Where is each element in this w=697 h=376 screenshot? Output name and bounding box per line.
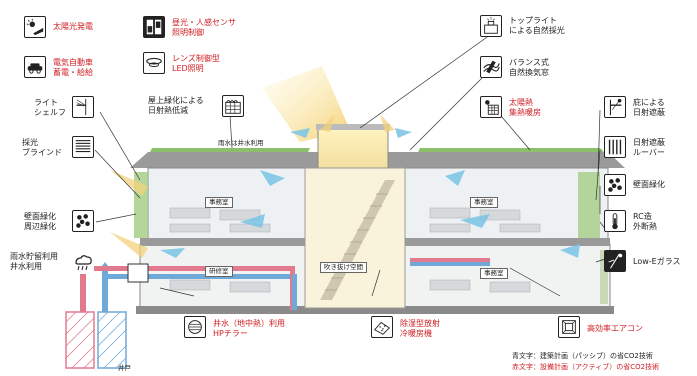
wall-greenery-right	[578, 172, 600, 238]
radiant-panel-icon	[371, 316, 393, 338]
label-aircon: 高効率エアコン	[587, 324, 643, 333]
room-label-office-lower: 事務室	[480, 268, 508, 279]
label-eaves: 庇による日射遮蔽	[633, 98, 665, 117]
louver-icon	[604, 136, 626, 158]
label-solar: 太陽光発電	[53, 22, 93, 31]
label-sensor: 昼光・人感センサ照明制御	[172, 18, 236, 37]
balanced-vent-icon	[480, 56, 502, 78]
legend-active: 赤文字：設備計画（アクティブ）の省CO2技術	[512, 363, 660, 371]
airflow-arrow	[290, 128, 310, 138]
room-label-lab: 研修室	[205, 266, 233, 277]
rain-cloud-icon	[72, 252, 94, 274]
label-roofgreen: 屋上緑化による日射熱低減	[148, 96, 204, 115]
roof-greening-icon	[222, 95, 244, 117]
roof-garden	[150, 148, 310, 152]
label-ev: 電気自動車蓄電・給給	[53, 58, 93, 77]
room-label-office-upper-right: 事務室	[470, 197, 498, 208]
top-light-tower	[317, 127, 389, 169]
label-louver: 日射遮蔽ルーバー	[633, 138, 665, 157]
sensor-switch-icon	[143, 16, 165, 38]
eaves-icon	[604, 96, 626, 118]
solar-heat-icon	[480, 96, 502, 118]
well-shaft-left	[65, 311, 95, 369]
roof-note: 雨水は井水利用	[218, 139, 264, 147]
heat-pump-unit	[127, 263, 149, 283]
label-lowe: Low-Eガラス	[633, 257, 681, 266]
label-solarheat: 太陽熱集熱暖房	[509, 98, 541, 117]
well-shaft-right	[97, 311, 127, 369]
label-wallgreen2: 壁面緑化	[633, 180, 665, 189]
label-rain: 雨水貯留利用井水利用	[10, 252, 58, 271]
label-wallgreen: 壁面緑化周辺緑化	[24, 212, 56, 231]
solar-panel-icon	[24, 16, 46, 38]
room-label-atrium: 吹き抜け空間	[320, 262, 367, 273]
light-shelf-icon	[72, 96, 94, 118]
well-pipe-red	[80, 268, 86, 312]
label-blind: 採光ブラインド	[22, 138, 62, 157]
heat-pump-chiller-icon	[184, 316, 206, 338]
label-radiant: 除湿型放射冷暖房機	[400, 319, 440, 338]
legend-passive: 青文字：建築計画（パッシブ）の省CO2技術	[512, 352, 653, 360]
low-e-glass-icon	[604, 250, 626, 272]
blind-icon	[72, 136, 94, 158]
top-light-icon	[480, 15, 502, 37]
room-label-office-upper-left: 事務室	[205, 197, 233, 208]
electric-car-icon	[24, 56, 46, 78]
well-label: 井戸	[118, 364, 131, 372]
label-balance: バランス式自然換気窓	[509, 58, 549, 77]
wall-greening-icon	[604, 174, 626, 196]
label-rc: RC造外断熱	[633, 212, 657, 231]
wall-greening-icon	[72, 210, 94, 232]
well-pipe-blue	[102, 268, 108, 312]
led-light-icon	[143, 52, 165, 74]
ceiling-aircon-icon	[558, 316, 580, 338]
label-toplight: トップライトによる自然採光	[509, 16, 565, 35]
label-lightshelf: ライトシェルフ	[34, 98, 66, 117]
thermometer-icon	[604, 210, 626, 232]
